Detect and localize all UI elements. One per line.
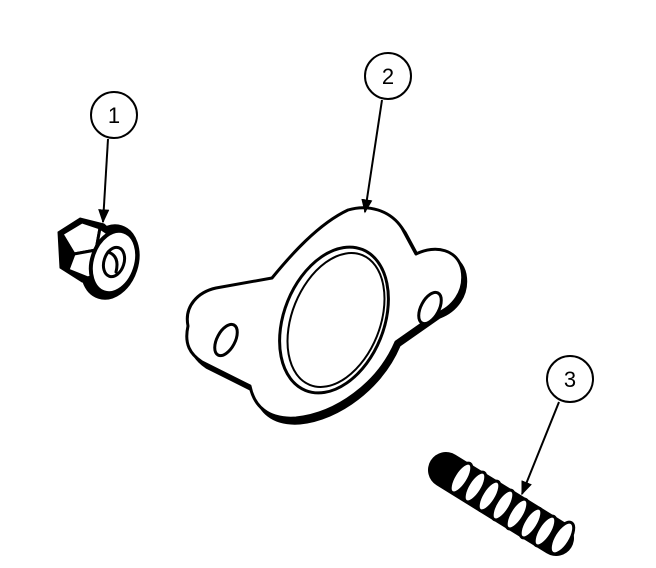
callout-1: 1 bbox=[90, 91, 138, 224]
callout-3-circle bbox=[546, 355, 594, 403]
callout-1-leader bbox=[98, 138, 110, 224]
callout-1-label: 1 bbox=[108, 103, 120, 128]
exhaust-gasket-part bbox=[185, 206, 468, 425]
callout-2-leader bbox=[361, 99, 383, 214]
callout-1-circle bbox=[90, 91, 138, 139]
flange-nut-part bbox=[57, 217, 140, 300]
callout-3-leader bbox=[521, 401, 560, 496]
threaded-stud-part bbox=[428, 452, 576, 556]
callout-2: 2 bbox=[361, 52, 412, 214]
callout-2-label: 2 bbox=[382, 64, 394, 89]
callout-3: 3 bbox=[521, 355, 594, 496]
callout-2-circle bbox=[364, 52, 412, 100]
callout-3-label: 3 bbox=[564, 367, 576, 392]
